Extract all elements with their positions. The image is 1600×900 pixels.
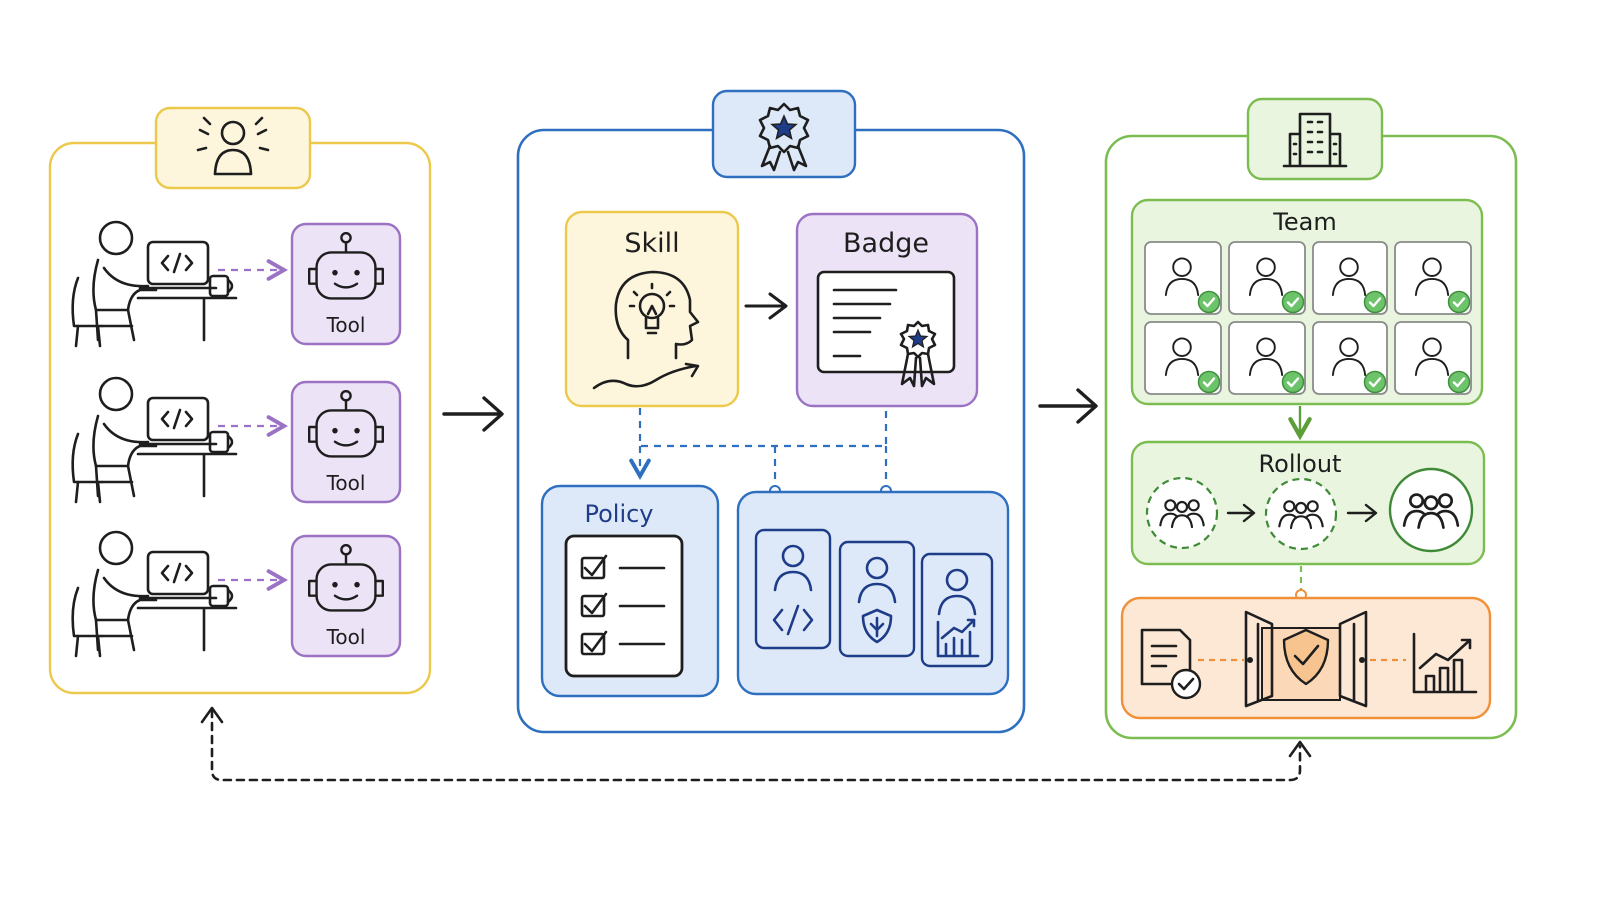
right-panel: Team [1104, 97, 1518, 740]
small-group-icon [1145, 476, 1219, 550]
analyst-person-icon [920, 552, 994, 668]
growth-chart-icon [1412, 632, 1478, 694]
person-at-laptop-icon [71, 376, 238, 504]
person-broadcast-icon [154, 106, 312, 190]
verified-person-icon [1394, 241, 1472, 315]
verified-person-icon [1394, 321, 1472, 395]
arrowhead [1288, 740, 1312, 758]
arrowhead [200, 706, 224, 724]
office-building-icon [1246, 97, 1384, 181]
policy-label: Policy [584, 500, 653, 528]
gate-card [1120, 596, 1492, 720]
flow-arrow [744, 292, 788, 320]
badge-label: Badge [843, 228, 929, 259]
full-group-icon [1388, 467, 1474, 553]
group-icon [1264, 477, 1338, 551]
tool-card: Tool [290, 380, 402, 504]
head-lightbulb-icon [614, 270, 700, 360]
verified-person-icon [1312, 241, 1388, 315]
shield-gate-icon [1244, 610, 1368, 708]
tool-card: Tool [290, 222, 402, 346]
growth-squiggle [592, 362, 700, 390]
skill-label: Skill [624, 228, 679, 259]
dashed-connectors [629, 408, 888, 490]
developer-person-icon [754, 528, 832, 650]
approved-document-icon [1140, 628, 1202, 700]
award-ribbon-icon [711, 89, 857, 179]
tool-label: Tool [326, 471, 366, 495]
verified-person-icon [1228, 241, 1306, 315]
verified-person-icon [1144, 321, 1222, 395]
dashed-feedback-arrow [210, 708, 1302, 782]
verified-person-icon [1228, 321, 1306, 395]
person-at-laptop-icon [71, 220, 238, 348]
flow-arrow [442, 396, 504, 432]
skill-card: Skill [564, 210, 740, 408]
team-label: Team [1272, 208, 1336, 236]
rollout-card: Rollout [1130, 440, 1486, 566]
person-at-laptop-icon [71, 530, 238, 658]
rollout-label: Rollout [1259, 450, 1342, 478]
verified-person-icon [1312, 321, 1388, 395]
middle-panel: Skill Badge [516, 89, 1026, 734]
team-card: Team [1130, 198, 1484, 406]
tool-label: Tool [326, 313, 366, 337]
policy-card: Policy [540, 484, 720, 698]
flow-arrow [1038, 388, 1098, 424]
left-panel: Tool Tool Tool [48, 106, 432, 695]
checklist-icon [564, 534, 684, 678]
security-person-icon [838, 540, 916, 658]
flow-arrow [1226, 503, 1256, 523]
roles-card [736, 490, 1010, 696]
tool-card: Tool [290, 534, 402, 658]
certificate-icon [816, 270, 956, 388]
tool-label: Tool [326, 625, 366, 649]
flow-arrow [1346, 503, 1378, 523]
verified-person-icon [1144, 241, 1222, 315]
badge-card: Badge [795, 212, 979, 408]
